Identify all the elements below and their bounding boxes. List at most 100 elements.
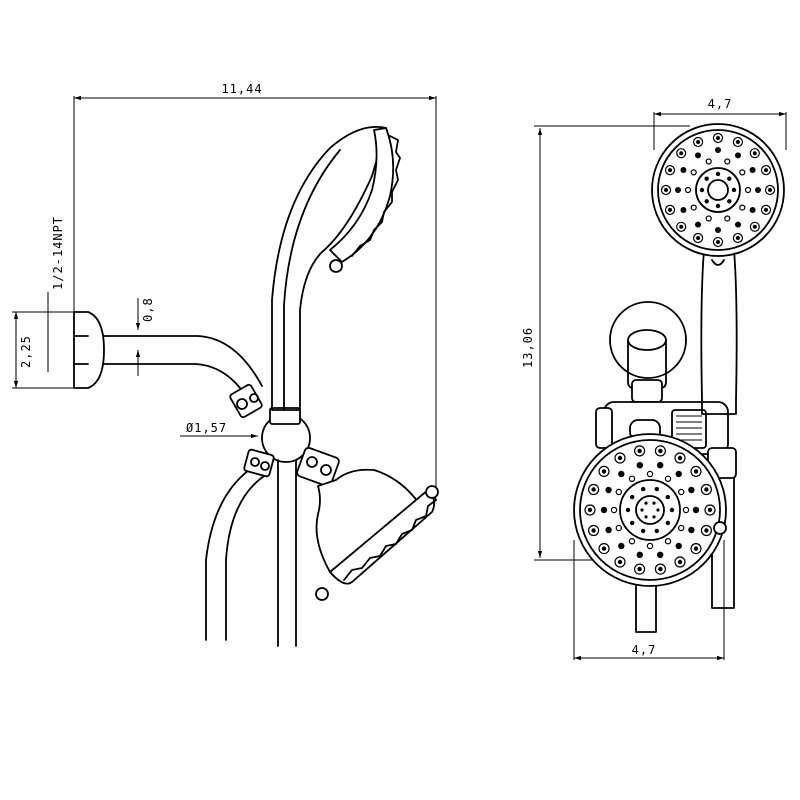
nozzle-dot [617,559,623,565]
nozzle-dot [693,469,699,474]
nozzle-dot [658,566,663,572]
nozzle [678,488,685,496]
shower-arm [103,335,263,397]
nozzle-dot [675,470,682,478]
dimension-thread: 1/2-14NPT [47,216,74,372]
nozzle-dot [704,487,709,492]
nozzle [739,169,746,176]
dimension-overall-height: 13,06 [521,125,690,561]
nozzle-dot [637,448,642,454]
nozzle-dot [654,528,659,534]
hand-shower-face-ridges [351,135,401,257]
nozzle [739,204,746,211]
nozzle-dot [601,546,607,551]
nozzle-dot [688,526,695,534]
vertical-pipe [277,459,297,647]
nozzle [744,186,752,194]
nozzle-dot [768,188,772,192]
nozzle-dot [665,494,670,500]
wall-flange-front [609,301,687,389]
nozzle-dot [680,167,687,173]
nozzle-dot [715,147,721,153]
nozzle [705,215,712,222]
nozzle-dot [704,176,709,181]
nozzle-dot [704,199,709,204]
nozzle-dot [680,207,687,213]
nozzle-dot [641,486,646,492]
nozzle-dot [605,526,612,534]
nozzle-dot [764,168,768,173]
nozzle-dot [696,140,701,144]
nozzle-dot [695,152,701,159]
nozzle-dot [704,528,709,533]
showerhead-nozzles [584,445,716,575]
nozzle [610,506,618,514]
nozzle-dot [669,507,675,513]
nozzle [690,169,697,176]
dimension-handshower-width: 4,7 [653,97,787,150]
nozzle-dot [677,559,683,565]
nozzle-dot [735,140,740,144]
nozzle [646,542,654,550]
hand-shower-front [651,123,785,415]
dimension-overall-width: 11,44 [73,82,437,490]
nozzle-dot [755,187,761,193]
fixed-showerhead-front [573,433,727,587]
nozzle [615,524,623,532]
nozzle-dot [636,462,643,469]
overall-width-label: 11,44 [221,82,262,96]
nozzle [724,158,731,165]
nozzle-dot [692,506,700,514]
showerhead-width-label: 4,7 [632,643,657,657]
nozzle-dot [731,187,737,193]
nozzle-dot [664,188,668,192]
nozzle-dot [644,515,648,519]
nozzle-dot [752,224,757,229]
dimension-mount-diameter: Ø1,57 [180,421,258,439]
nozzle-dot [618,542,625,550]
nozzle-dot [641,528,646,534]
nozzle-dot [679,151,684,156]
hose [205,448,275,641]
fixed-showerhead-side [296,446,439,601]
side-view: 11,44 1/2-14NPT 2,25 0,8 [12,82,439,647]
nozzle-dot [601,469,607,474]
nozzle-dot [727,199,732,204]
nozzle [664,475,672,482]
nozzle-dot [749,167,756,173]
thread-label: 1/2-14NPT [51,216,65,290]
nozzle-dot [665,520,670,526]
nozzle-dot [658,448,663,454]
nozzle-dot [696,236,701,240]
nozzle [628,475,636,482]
nozzle-dot [591,487,596,492]
nozzle-dot [644,501,648,505]
vertical-pipe-front [635,559,657,633]
nozzle-dot [636,551,643,558]
nozzle-dot [749,207,756,213]
nozzle-dot [625,507,631,513]
nozzle [724,215,731,222]
nozzle [646,470,654,478]
nozzle-dot [727,176,732,181]
nozzle-dot [688,486,695,494]
nozzle [664,538,672,545]
nozzle-dot [591,528,596,533]
nozzle-dot [716,240,720,244]
nozzle-dot [657,462,664,469]
nozzle-dot [693,546,699,551]
nozzle-dot [715,171,721,177]
nozzle-dot [764,207,768,212]
nozzle-dot [735,152,741,159]
nozzle-dot [699,187,705,193]
nozzle-dot [652,515,656,519]
nozzle-dot [675,542,682,550]
nozzle-dot [695,221,701,228]
wall-flange [73,311,105,389]
nozzle-dot [657,551,664,558]
nozzle-dot [656,508,660,512]
nozzle-dot [630,520,635,526]
nozzle-dot [735,236,740,240]
nozzle-dot [618,470,625,478]
